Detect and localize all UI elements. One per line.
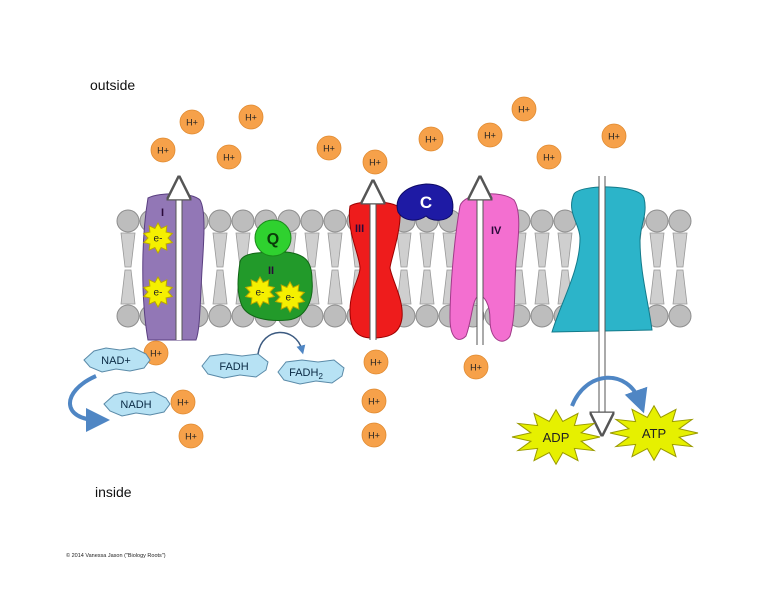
electron-2a: e-	[244, 275, 276, 309]
nad-plus-badge: NAD+	[83, 347, 151, 373]
fadh-curve-arrow	[257, 331, 306, 355]
proton-label: H+	[518, 105, 530, 115]
proton-h-plus: H+	[362, 149, 388, 175]
proton-h-plus: H+	[477, 122, 503, 148]
proton-label: H+	[470, 363, 482, 373]
atp-label: ATP	[642, 426, 666, 441]
fadh-label: FADH	[219, 361, 248, 373]
proton-label: H+	[323, 144, 335, 154]
nad-plus-label: NAD+	[101, 355, 131, 367]
phospholipid	[530, 209, 554, 328]
proton-h-plus: H+	[536, 144, 562, 170]
copyright-notice: © 2014 Vanessa Jason ("Biology Roots")	[66, 552, 166, 559]
proton-flow-arrows	[179, 176, 602, 424]
electron-1b-label: e-	[154, 288, 163, 299]
proton-h-plus: H+	[316, 135, 342, 161]
complex-1-label: I	[161, 207, 164, 219]
electron-2b: e-	[274, 280, 306, 314]
proton-label: H+	[368, 431, 380, 441]
proton-label: H+	[484, 131, 496, 141]
ubiquinone-label: Q	[267, 231, 279, 248]
proton-label: H+	[177, 398, 189, 408]
electron-1b: e-	[142, 275, 174, 309]
phospholipid	[645, 209, 669, 328]
proton-h-plus: H+	[238, 104, 264, 130]
cytochrome-c-label: C	[420, 193, 432, 212]
complex-4: IV	[449, 193, 520, 342]
adp-star: ADP	[511, 408, 601, 466]
complex-3-label: III	[355, 223, 364, 235]
cytochrome-c: C	[396, 183, 454, 221]
electron-2b-label: e-	[286, 293, 295, 304]
proton-h-plus: H+	[179, 109, 205, 135]
protons: H+ H+ H+ H+ H+ H+ H+ H+ H+ H+ H+ H+ H+ H+ H+ H+ H+ H+	[143, 96, 627, 449]
electron-1a: e-	[142, 221, 174, 255]
fadh-badge: FADH	[201, 353, 269, 379]
ubiquinone-q: Q	[254, 219, 292, 257]
nadh-label: NADH	[120, 399, 151, 411]
inside-label: inside	[95, 484, 132, 500]
complex-2-label: II	[268, 265, 274, 277]
nadh-to-nad-curve-arrow	[68, 374, 110, 432]
complex-1: I e- e-	[142, 193, 205, 341]
phospholipid	[668, 209, 692, 328]
atp-star: ATP	[609, 404, 699, 462]
proton-label: H+	[157, 146, 169, 156]
proton-label: H+	[186, 118, 198, 128]
proton-h-plus: H+	[363, 349, 389, 375]
adp-label: ADP	[543, 430, 570, 445]
proton-h-plus: H+	[601, 123, 627, 149]
proton-h-plus: H+	[511, 96, 537, 122]
proton-label: H+	[245, 113, 257, 123]
proton-label: H+	[368, 397, 380, 407]
proton-label: H+	[150, 349, 162, 359]
proton-label: H+	[425, 135, 437, 145]
fadh2-subscript: 2	[318, 372, 323, 381]
proton-label: H+	[370, 358, 382, 368]
proton-h-plus: H+	[361, 388, 387, 414]
proton-label: H+	[608, 132, 620, 142]
proton-h-plus: H+	[216, 144, 242, 170]
proton-label: H+	[543, 153, 555, 163]
phospholipid	[415, 209, 439, 328]
proton-label: H+	[223, 153, 235, 163]
adp-to-atp-curve-arrow	[570, 375, 648, 414]
proton-h-plus: H+	[361, 422, 387, 448]
proton-h-plus: H+	[178, 423, 204, 449]
outside-label: outside	[90, 77, 135, 93]
fadh2-badge: FADH2	[277, 359, 345, 385]
proton-h-plus: H+	[150, 137, 176, 163]
phospholipid	[323, 209, 347, 328]
complex-4-label: IV	[491, 225, 502, 237]
proton-label: H+	[369, 158, 381, 168]
phospholipid	[116, 209, 140, 328]
electron-1a-label: e-	[154, 234, 163, 245]
proton-h-plus: H+	[170, 389, 196, 415]
fadh2-label: FADH2	[289, 367, 323, 381]
proton-label: H+	[185, 432, 197, 442]
proton-h-plus: H+	[418, 126, 444, 152]
phospholipid	[208, 209, 232, 328]
electron-2a-label: e-	[256, 288, 265, 299]
proton-h-plus: H+	[463, 354, 489, 380]
complex-2: II e- e-	[237, 251, 313, 321]
nadh-badge: NADH	[103, 391, 171, 417]
